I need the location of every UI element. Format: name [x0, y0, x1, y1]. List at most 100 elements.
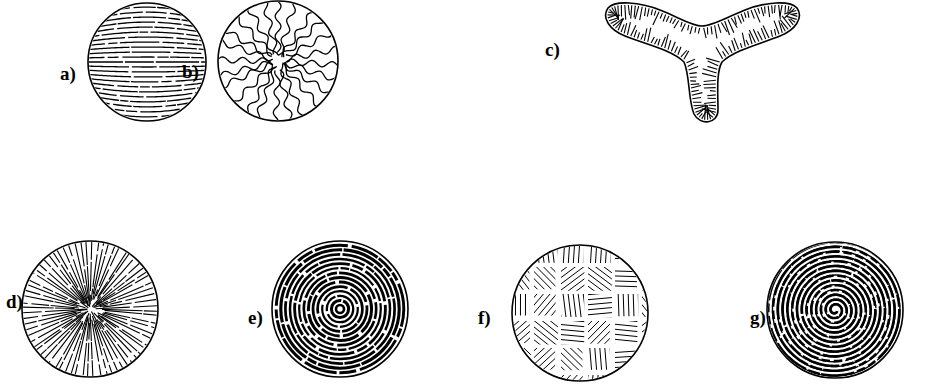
- texture-domain: [588, 240, 610, 263]
- hatch-mark: [608, 14, 620, 15]
- texture-ring: [281, 250, 399, 368]
- texture-line: [507, 321, 524, 333]
- texture-line: [589, 348, 593, 370]
- texture-line: [222, 61, 271, 88]
- texture-line: [642, 380, 666, 387]
- texture-domain: [588, 321, 610, 344]
- hatch-mark: [748, 11, 749, 18]
- hatch-mark: [740, 43, 741, 48]
- texture-domain: [507, 321, 530, 343]
- hatch-mark: [689, 73, 696, 74]
- hatch-mark: [698, 28, 699, 34]
- hatch-mark: [608, 15, 615, 18]
- texture-line: [642, 252, 665, 258]
- texture-line: [507, 248, 530, 251]
- texture-line: [507, 348, 531, 372]
- hatch-mark: [779, 5, 781, 19]
- texture-line: [218, 62, 272, 79]
- texture-line: [534, 271, 551, 289]
- texture-line: [520, 294, 521, 316]
- hatch-mark: [608, 12, 613, 13]
- sample-circle: [218, 1, 338, 121]
- hatch-mark: [702, 73, 716, 76]
- wavy-radial-texture: [215, 0, 340, 123]
- texture-line: [588, 277, 611, 291]
- texture-line: [74, 241, 87, 299]
- texture-line: [93, 242, 109, 300]
- texture-line: [62, 245, 89, 306]
- panel-label: e): [248, 308, 263, 327]
- texture-line: [515, 294, 516, 316]
- texture-line: [615, 280, 637, 282]
- texture-line: [638, 294, 639, 316]
- hatch-mark: [665, 34, 669, 48]
- texture-line: [588, 321, 610, 344]
- texture-line: [588, 321, 610, 344]
- texture-domain: [615, 240, 638, 262]
- hatch-mark: [718, 24, 721, 33]
- texture-line: [651, 348, 659, 371]
- texture-line: [642, 294, 664, 317]
- texture-line: [507, 348, 531, 372]
- texture-ring: [336, 305, 344, 313]
- texture-line: [581, 294, 584, 317]
- texture-line: [571, 294, 578, 317]
- texture-domain: [534, 375, 557, 389]
- texture-line: [534, 330, 556, 345]
- texture-line: [615, 333, 637, 338]
- texture-line: [534, 388, 557, 389]
- texture-line: [588, 269, 612, 291]
- hatch-mark: [744, 12, 746, 17]
- texture-line: [508, 348, 531, 370]
- texture-line: [561, 267, 584, 285]
- hatch-mark: [681, 50, 687, 57]
- texture-line: [608, 375, 611, 389]
- texture-line: [594, 240, 597, 263]
- hatch-mark: [673, 19, 676, 24]
- texture-line: [86, 90, 206, 96]
- panel-label: a): [60, 64, 76, 83]
- texture-line: [86, 95, 206, 102]
- texture-line: [534, 294, 552, 316]
- texture-line: [649, 294, 664, 316]
- texture-line: [561, 294, 563, 317]
- texture-line: [86, 37, 206, 42]
- texture-line: [534, 321, 558, 344]
- texture-line: [642, 242, 665, 248]
- texture-line: [510, 294, 511, 316]
- texture-line: [576, 294, 583, 317]
- texture-line: [561, 323, 584, 328]
- texture-line: [287, 46, 339, 62]
- hatch-mark: [790, 14, 797, 16]
- texture-line: [561, 353, 579, 370]
- texture-line: [283, 59, 340, 67]
- texture-line: [86, 82, 206, 87]
- texture-line: [642, 294, 660, 317]
- texture-line: [599, 240, 602, 263]
- hatch-mark: [716, 47, 723, 59]
- texture-line: [33, 268, 88, 308]
- texture-line: [561, 375, 573, 389]
- hatch-mark: [707, 105, 709, 120]
- hatch-mark: [631, 25, 636, 36]
- texture-line: [593, 375, 600, 389]
- texture-line: [615, 382, 638, 386]
- hatch-mark: [641, 34, 644, 40]
- hatch-mark: [611, 20, 617, 23]
- texture-line: [280, 70, 292, 123]
- texture-line: [97, 252, 130, 299]
- texture-line: [615, 248, 638, 250]
- hatch-mark: [741, 14, 744, 22]
- texture-line: [647, 333, 666, 344]
- hatch-mark: [780, 5, 782, 16]
- hatch-mark: [647, 8, 649, 16]
- texture-domain: [588, 267, 612, 291]
- texture-line: [86, 239, 90, 302]
- texture-line: [534, 294, 545, 310]
- spiral-line: [763, 242, 904, 380]
- texture-line: [507, 375, 529, 376]
- texture-line: [599, 348, 603, 370]
- texture-line: [534, 294, 556, 316]
- texture-line: [642, 256, 665, 262]
- texture-line: [566, 294, 573, 317]
